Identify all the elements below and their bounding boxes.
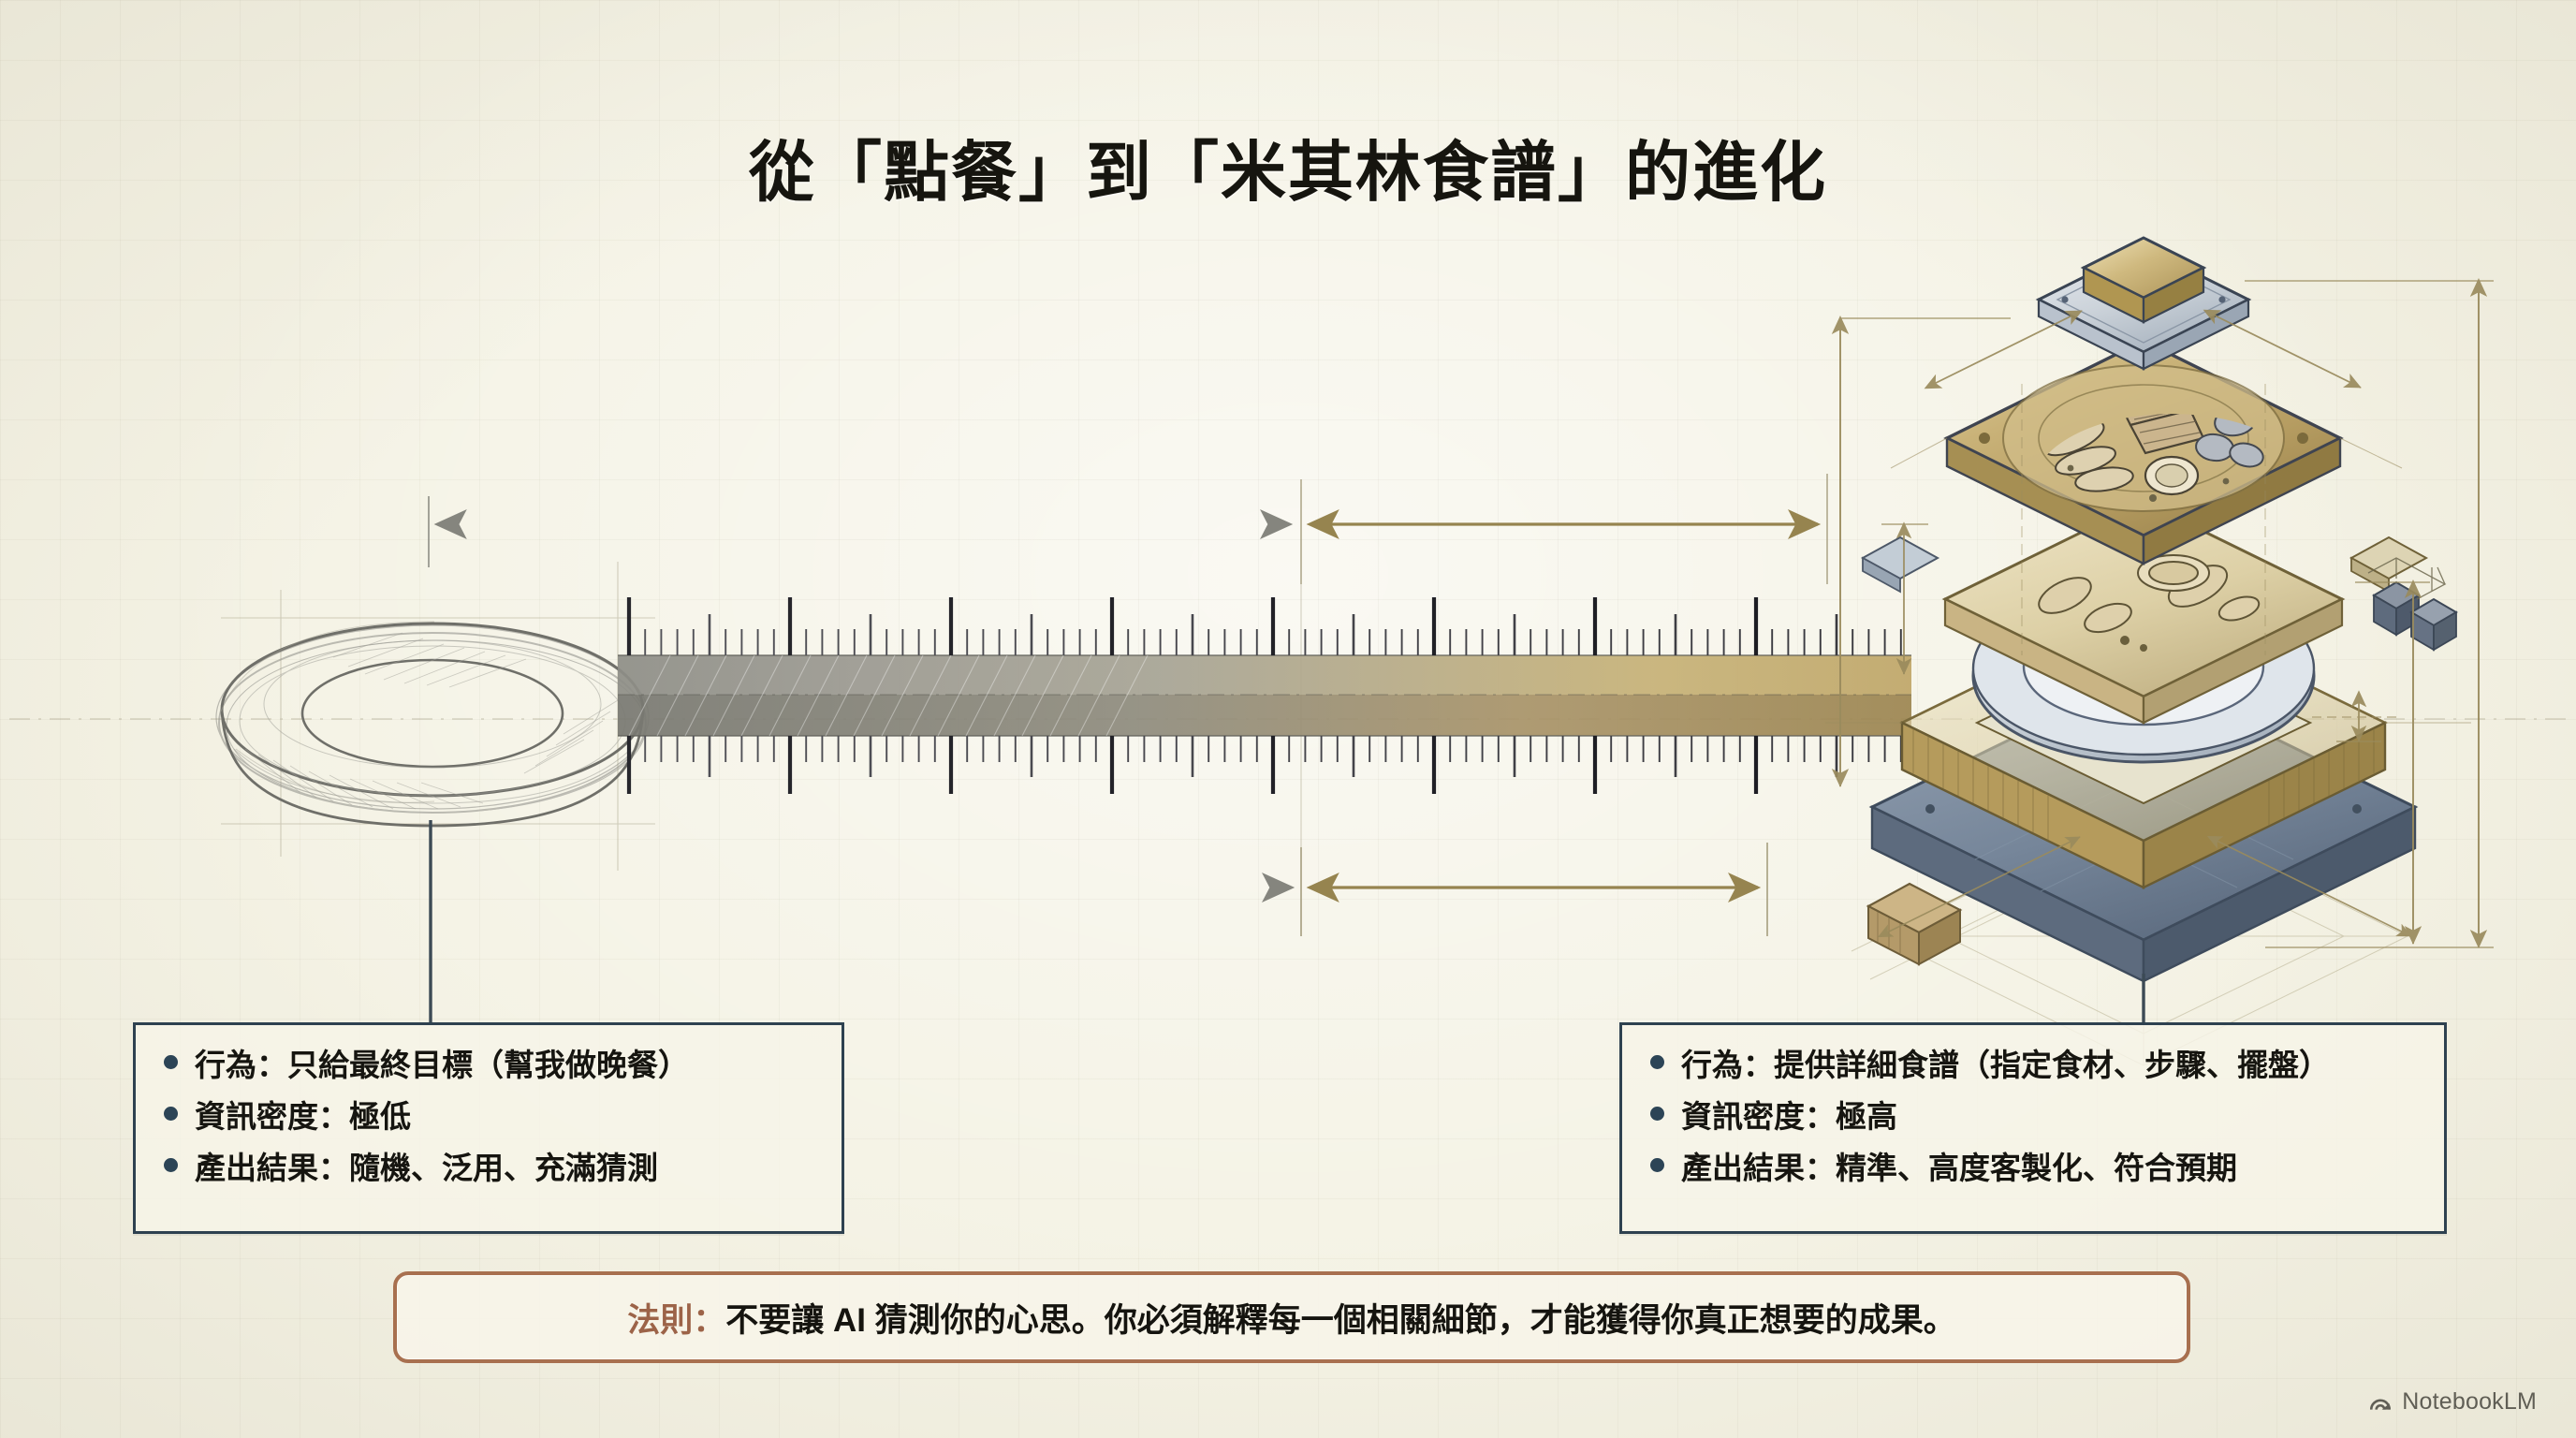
callout-right-list: 行為：提供詳細食譜（指定食材、步驟、擺盤） 資訊密度：極高 產出結果：精準、高度… <box>1650 1049 2412 1183</box>
bullet-point-icon <box>164 1055 178 1069</box>
rule-banner: 法則：不要讓 AI 猜測你的心思。你必須解釋每一個相關細節，才能獲得你真正想要的… <box>393 1271 2190 1363</box>
callout-right-item-0: 行為：提供詳細食譜（指定食材、步驟、擺盤） <box>1681 1048 2330 1082</box>
bullet-point-icon <box>164 1158 178 1172</box>
rule-body: 不要讓 AI 猜測你的心思。你必須解釋每一個相關細節，才能獲得你真正想要的成果。 <box>725 1301 1956 1339</box>
callout-left-item-1: 資訊密度：極低 <box>195 1099 411 1134</box>
layer-main-gold-plate-with-food <box>1943 339 2344 565</box>
list-item: 資訊密度：極低 <box>164 1101 810 1132</box>
bullet-point-icon <box>1650 1055 1664 1069</box>
list-item: 產出結果：隨機、泛用、充滿猜測 <box>164 1152 810 1183</box>
notebooklm-logo-icon <box>2370 1399 2392 1410</box>
bullet-point-icon <box>1650 1158 1664 1172</box>
lower-dimension-arrows <box>665 843 1768 936</box>
watermark-label: NotebookLM <box>2402 1388 2537 1415</box>
list-item: 行為：提供詳細食譜（指定食材、步驟、擺盤） <box>1650 1049 2412 1080</box>
upper-dimension-arrows <box>428 474 1828 584</box>
list-item: 產出結果：精準、高度客製化、符合預期 <box>1650 1152 2412 1183</box>
plate-hatching <box>244 632 619 810</box>
wood-block-component <box>1866 882 1963 966</box>
gradient-ruler <box>618 597 1911 794</box>
callout-right-item-2: 產出結果：精準、高度客製化、符合預期 <box>1681 1151 2237 1185</box>
page-title: 從「點餐」到「米其林食譜」的進化 <box>749 136 1827 209</box>
callout-box-basic-prompt: 行為：只給最終目標（幫我做晚餐） 資訊密度：極低 產出結果：隨機、泛用、充滿猜測 <box>133 1022 844 1234</box>
callout-left-list: 行為：只給最終目標（幫我做晚餐） 資訊密度：極低 產出結果：隨機、泛用、充滿猜測 <box>164 1049 810 1183</box>
bullet-point-icon <box>164 1107 178 1121</box>
empty-plate-sketch <box>215 621 650 828</box>
exploded-plated-dish-assembly <box>1825 236 2494 1066</box>
callout-box-detailed-prompt: 行為：提供詳細食譜（指定食材、步驟、擺盤） 資訊密度：極高 產出結果：精準、高度… <box>1619 1022 2447 1234</box>
ruler-hatching <box>628 654 1149 737</box>
ruler-tick-marks <box>626 597 1902 794</box>
callout-left-item-2: 產出結果：隨機、泛用、充滿猜測 <box>195 1151 658 1185</box>
callout-left-item-0: 行為：只給最終目標（幫我做晚餐） <box>195 1048 689 1082</box>
callout-right-item-1: 資訊密度：極高 <box>1681 1099 1897 1134</box>
layer-garnish-cream-plate <box>1860 500 2429 725</box>
assembly-dimension-lines <box>1825 278 2494 948</box>
list-item: 行為：只給最終目標（幫我做晚餐） <box>164 1049 810 1080</box>
bullet-point-icon <box>1650 1107 1664 1121</box>
list-item: 資訊密度：極高 <box>1650 1101 2412 1132</box>
layer-top-gold-cap <box>2080 236 2207 324</box>
callout-leader-lines <box>429 820 2145 1022</box>
notebooklm-watermark: NotebookLM <box>2368 1388 2537 1416</box>
rule-banner-text: 法則：不要讓 AI 猜測你的心思。你必須解釋每一個相關細節，才能獲得你真正想要的… <box>627 1294 1955 1342</box>
rule-label: 法則： <box>627 1301 726 1339</box>
